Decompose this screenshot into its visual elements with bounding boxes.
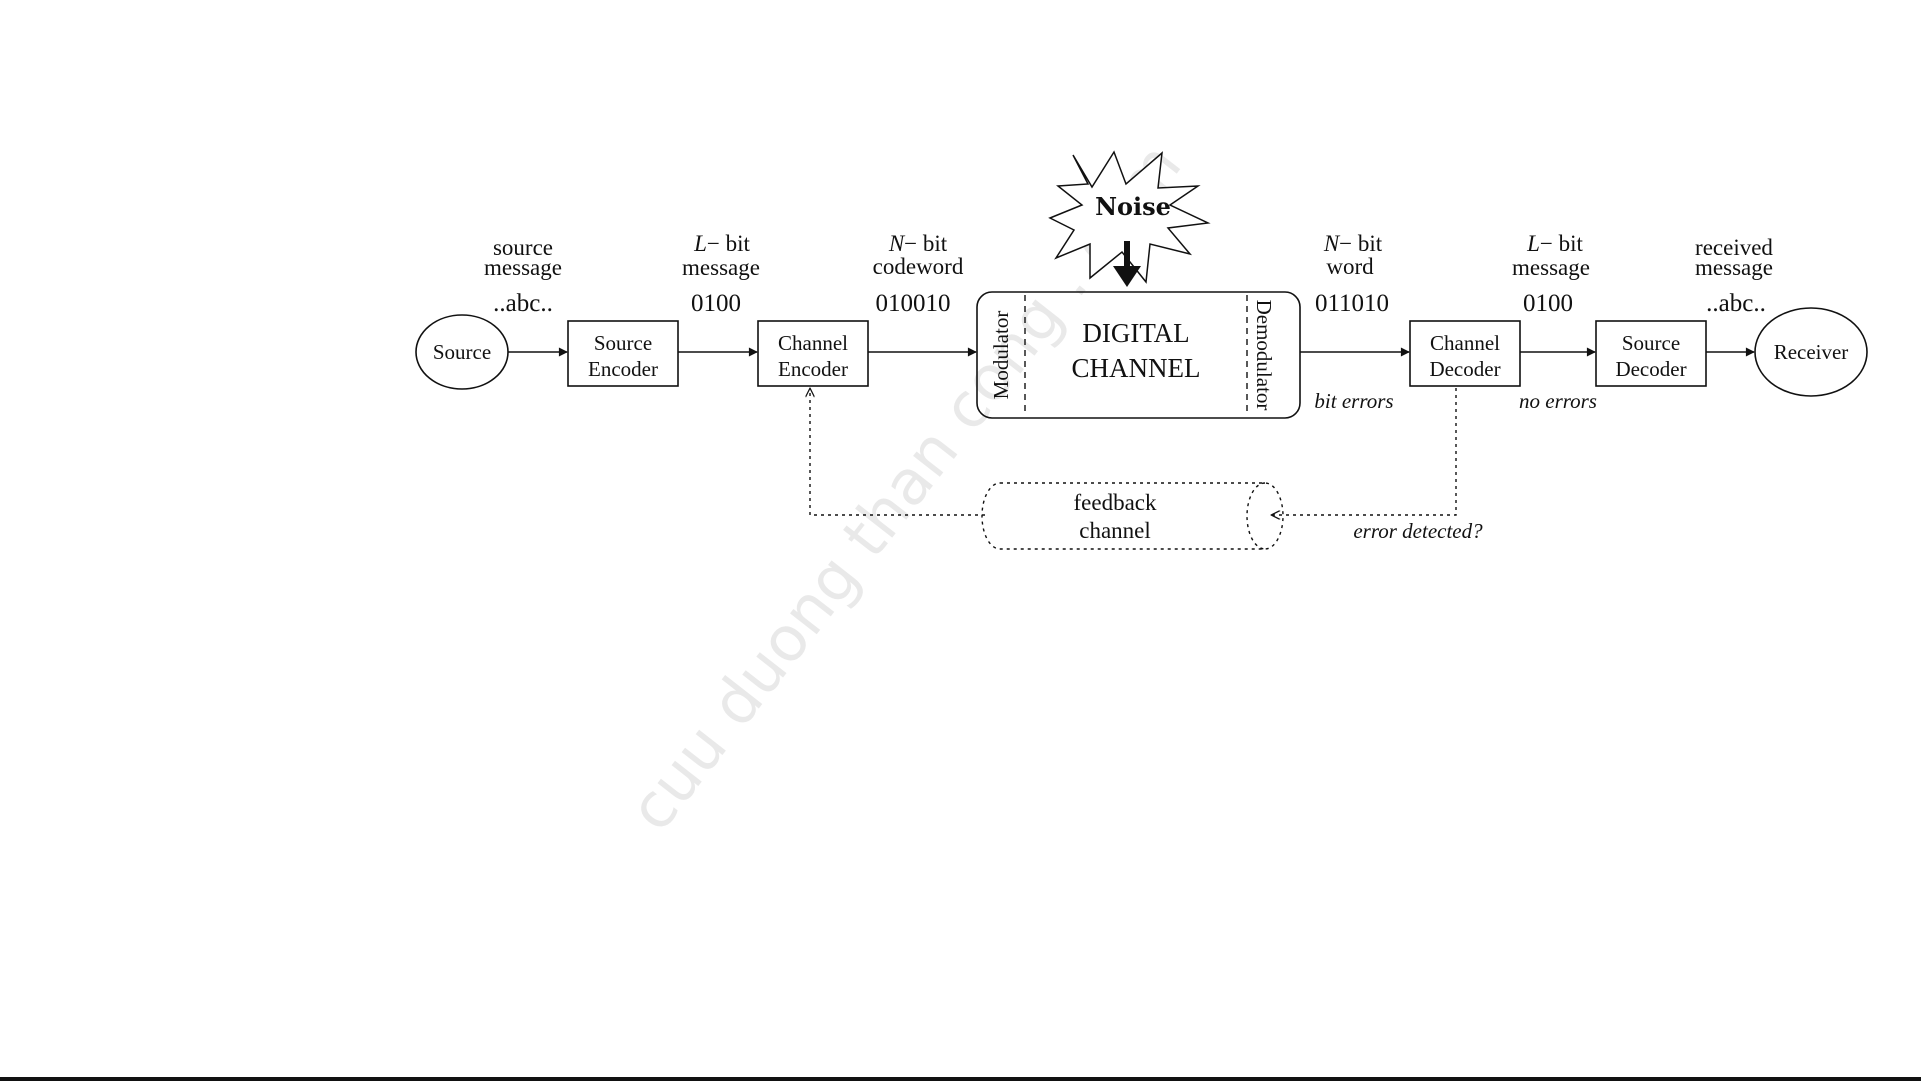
source-message-line1: source (493, 235, 553, 260)
l-bit-value-2: 0100 (1523, 290, 1573, 317)
l-bit-value-1: 0100 (691, 290, 741, 317)
l-bit-message-1-line2: message (682, 255, 760, 280)
receiver-label: Receiver (1774, 340, 1849, 364)
noise-arrow-head (1113, 266, 1141, 287)
source-decoder-box (1595, 320, 1707, 387)
source-decoder-line2: Decoder (1615, 357, 1686, 381)
received-value: ..abc.. (1706, 290, 1766, 317)
receiver-node (1754, 307, 1868, 397)
l-bit-message-1-line1: L− bit (693, 231, 750, 256)
source-message-line2: message (484, 255, 562, 280)
feedback-channel-line1: feedback (1074, 490, 1157, 515)
n-bit-codeword-value: 010010 (876, 290, 951, 317)
source-decoder-line1: Source (1622, 331, 1680, 355)
l-bit-message-2-line1: L− bit (1526, 231, 1583, 256)
n-bit-codeword-line1: N− bit (888, 231, 948, 256)
noise-label: Noise (1095, 192, 1171, 221)
digital-channel-box (976, 291, 1301, 419)
source-value: ..abc.. (493, 290, 553, 317)
n-bit-word-line1: N− bit (1323, 231, 1383, 256)
received-message-line1: received (1695, 235, 1773, 260)
channel-encoder-line2: Encoder (778, 357, 848, 381)
channel-encoder-box (757, 320, 869, 387)
channel-decoder-line2: Decoder (1429, 357, 1500, 381)
digital-channel-line1: DIGITAL (1082, 318, 1189, 348)
n-bit-word-value: 011010 (1315, 290, 1389, 317)
feedback-channel-cylinder-rim (1246, 482, 1266, 550)
n-bit-word-line2: word (1326, 254, 1374, 279)
feedback-channel-line2: channel (1079, 518, 1151, 543)
no-errors-label: no errors (1519, 389, 1597, 413)
bottom-border-line (0, 1077, 1921, 1081)
l-bit-message-2-line2: message (1512, 255, 1590, 280)
channel-encoder-line1: Channel (778, 331, 848, 355)
source-label: Source (433, 340, 491, 364)
feedback-path-to-encoder (810, 389, 985, 516)
received-message-line2: message (1695, 255, 1773, 280)
modulator-label: Modulator (989, 311, 1013, 400)
n-bit-codeword-line2: codeword (873, 254, 964, 279)
source-encoder-line1: Source (594, 331, 652, 355)
feedback-path-from-decoder (1272, 388, 1457, 515)
source-encoder-line2: Encoder (588, 357, 658, 381)
digital-channel-line2: CHANNEL (1072, 353, 1201, 383)
source-encoder-box (567, 320, 679, 387)
demodulator-label: Demodulator (1252, 300, 1276, 411)
error-detected-label: error detected? (1353, 519, 1483, 543)
bit-errors-label: bit errors (1314, 389, 1393, 413)
noise-starburst (1048, 150, 1211, 284)
channel-decoder-line1: Channel (1430, 331, 1500, 355)
channel-decoder-box (1409, 320, 1521, 387)
